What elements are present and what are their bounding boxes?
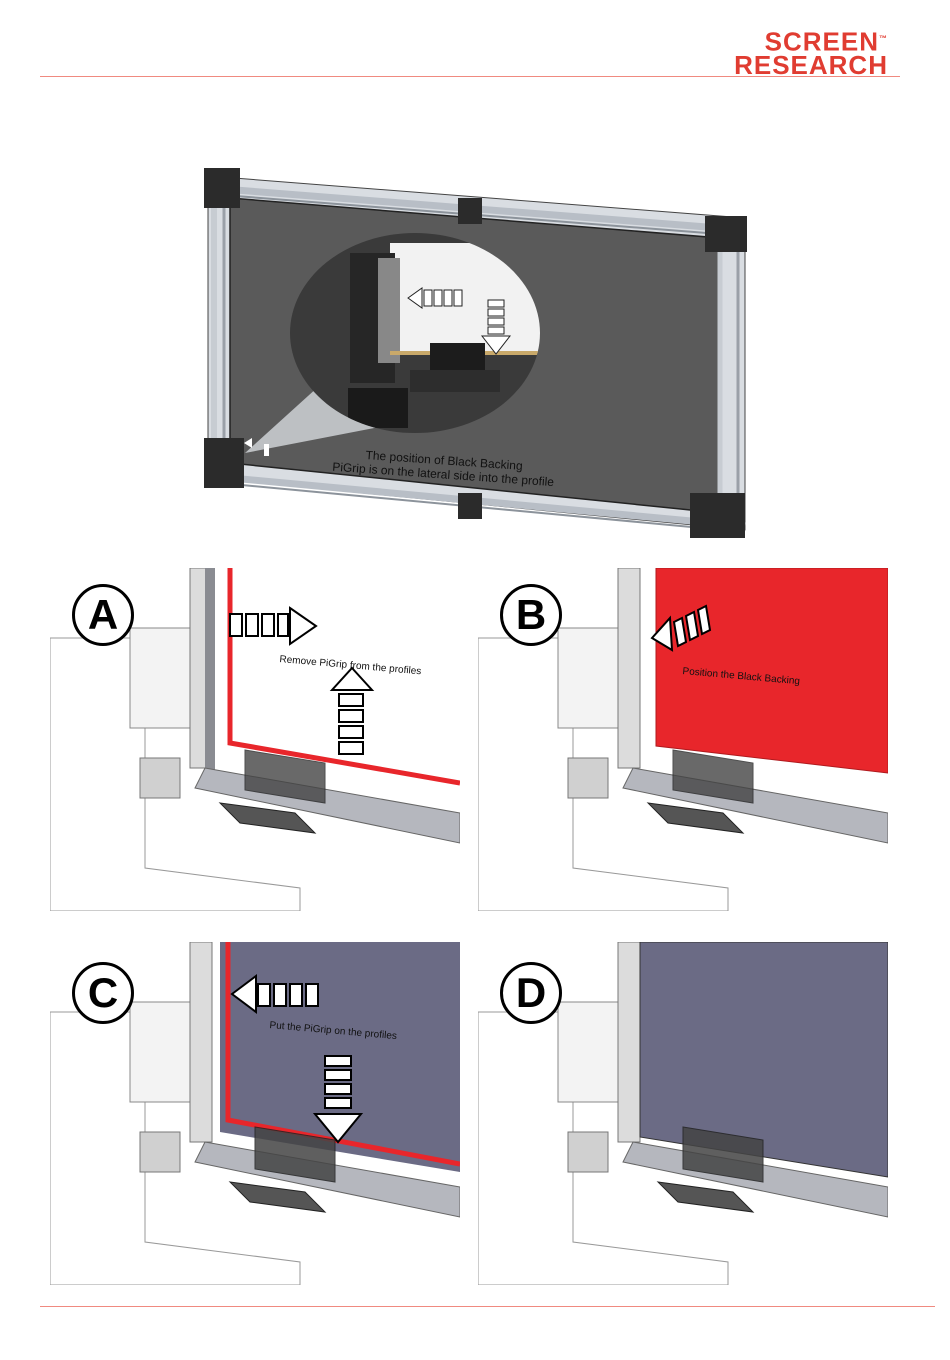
step-letter-d: D (516, 969, 546, 1016)
step-panel-d: D (478, 942, 888, 1285)
striped-arrow-right-icon (228, 606, 323, 648)
header-rule (40, 76, 900, 77)
step-letter-a: A (88, 591, 118, 638)
step-letter-c: C (88, 969, 118, 1016)
step-badge-d: D (500, 962, 562, 1024)
overview-illustration: The position of Black Backing PiGrip is … (200, 158, 750, 553)
screen-research-logo: SCREEN™ RESEARCH (683, 27, 888, 77)
step-panel-b: B Position the Black Backing (478, 568, 888, 911)
striped-arrow-up-icon (328, 666, 376, 761)
step-panel-a: A Remove PiGrip from the profiles (50, 568, 460, 911)
step-badge-a: A (72, 584, 134, 646)
logo-line-2: RESEARCH (683, 54, 888, 77)
striped-arrow-left-icon (230, 972, 330, 1016)
striped-arrow-left-icon (650, 598, 720, 656)
step-panel-c: C Put the PiGrip on the profiles (50, 942, 460, 1285)
footer-rule (40, 1306, 935, 1307)
striped-arrow-down-icon (312, 1054, 364, 1146)
step-badge-b: B (500, 584, 562, 646)
step-letter-b: B (516, 591, 546, 638)
step-badge-c: C (72, 962, 134, 1024)
